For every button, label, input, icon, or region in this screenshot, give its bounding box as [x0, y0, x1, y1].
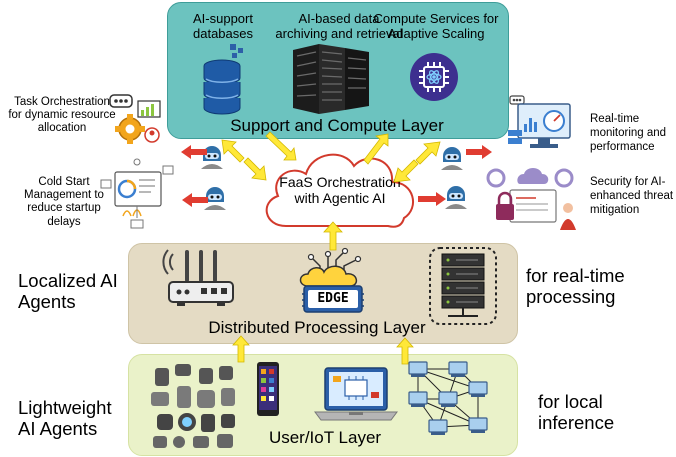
localized-agents-label: Localized AI Agents: [18, 270, 118, 313]
real-time-monitoring-label: Real-time monitoring and performance: [590, 113, 667, 153]
monitor-gauge-icon: [508, 95, 571, 148]
support-item-databases-label: AI-support databases: [193, 11, 253, 41]
real-time-processing-label: for real-time processing: [526, 265, 625, 308]
gear-chart-icon: [109, 94, 161, 144]
dashboard-icon: [100, 158, 174, 229]
task-orchestration-label: Task Orchestration for dynamic resource …: [8, 96, 116, 135]
yellow-arrow: [393, 141, 441, 183]
iot-devices-icon: [151, 364, 235, 448]
smartphone-icon: [257, 362, 279, 416]
agent-robot-icon: [445, 186, 467, 209]
yellow-arrow: [363, 133, 389, 165]
edge-label: EDGE: [317, 291, 349, 306]
yellow-arrow-up: [396, 337, 414, 365]
processing-layer-title: Distributed Processing Layer: [208, 318, 426, 337]
support-item-archiving-label: AI-based data archiving and retrieval: [275, 11, 403, 41]
support-item-compute-label: Compute Services for Adaptive Scaling: [373, 11, 499, 41]
red-arrow-left: [182, 193, 208, 207]
network-nodes-icon: [408, 361, 488, 435]
ai-chip-icon: [410, 53, 458, 101]
red-arrow-left: [181, 145, 207, 159]
user-layer-title: User/IoT Layer: [268, 428, 382, 447]
cloud-icon: [265, 153, 414, 228]
local-inference-label: for local inference: [538, 391, 615, 434]
agent-robot-icon: [204, 187, 226, 210]
red-arrow-right: [418, 192, 446, 206]
security-lock-icon: [486, 168, 576, 230]
security-label: Security for AI-enhanced threat mitigati…: [590, 176, 674, 216]
edge-cloud-icon: [299, 247, 364, 313]
laptop-icon: [314, 367, 398, 421]
server-rack-icon: [293, 44, 369, 114]
server-stack-icon: [429, 247, 497, 325]
red-arrow-right: [466, 145, 492, 159]
orchestration-label: FaaS Orchestration with Agentic AI: [279, 174, 401, 207]
yellow-arrow-up: [232, 335, 250, 363]
support-layer-title: Support and Compute Layer: [230, 116, 444, 135]
lightweight-agents-label: Lightweight AI Agents: [18, 397, 112, 440]
yellow-arrow: [265, 131, 297, 161]
cold-start-label: Cold Start Management to reduce startup …: [24, 176, 104, 228]
router-icon: [162, 249, 234, 306]
database-icon: [203, 44, 243, 115]
yellow-arrow: [221, 139, 267, 181]
agent-robot-icon: [441, 147, 463, 170]
yellow-arrow-up: [323, 221, 343, 251]
agent-robot-icon: [201, 146, 223, 169]
